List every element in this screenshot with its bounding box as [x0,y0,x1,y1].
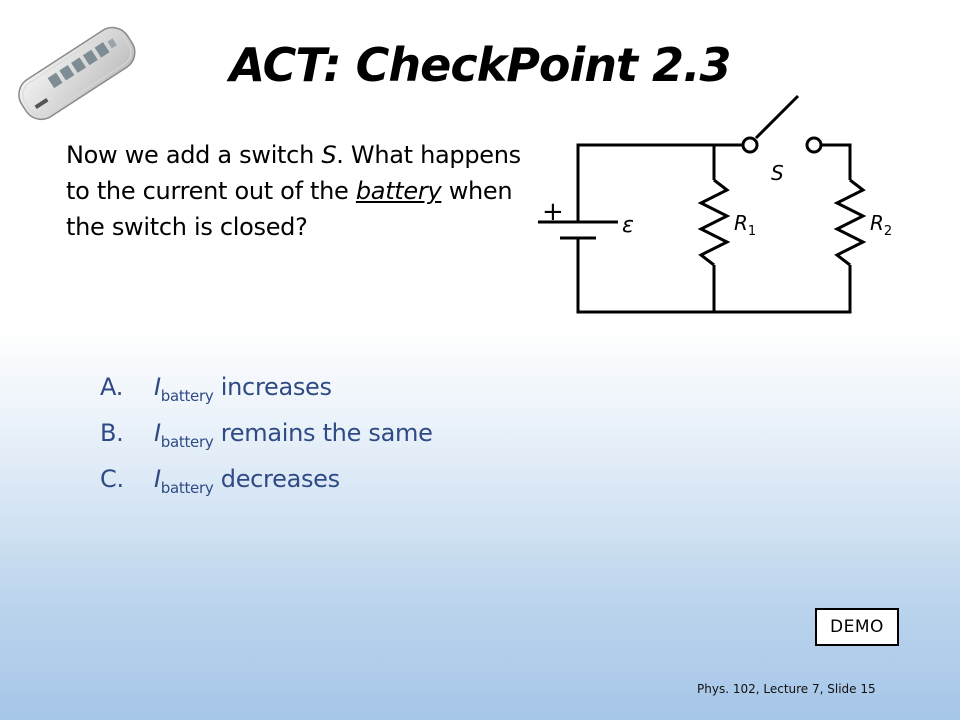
slide-footer: Phys. 102, Lecture 7, Slide 15 [697,682,876,696]
wire-r2-top [821,143,852,180]
question-battery-underlined: battery [355,177,442,205]
choice-subscript: battery [160,433,214,451]
choice-subscript: battery [160,479,214,497]
wire-left-top [576,143,743,222]
question-text: Now we add a switch S. What happens to t… [66,137,526,245]
choice-text: remains the same [213,419,433,447]
switch-contact-left [741,136,759,154]
answer-choices: A. Ibattery increases B. Ibattery remain… [100,364,433,502]
choice-letter: C. [100,465,124,493]
battery-plus-label: + [542,197,564,227]
choice-subscript: battery [160,387,214,405]
r2-label: R2 [870,211,892,239]
question-part-1: Now we add a switch [66,141,322,169]
r1-label-letter: R [734,211,748,235]
switch-label: S [771,161,784,185]
slide-title: ACT: CheckPoint 2.3 [229,38,731,92]
r2-label-subscript: 2 [884,224,892,239]
choice-symbol: I [154,373,161,401]
clicker-remote-image [18,26,136,121]
r1-label-subscript: 1 [748,224,756,239]
emf-label: ε [622,213,634,238]
choice-b[interactable]: B. Ibattery remains the same [100,410,433,456]
r2-label-letter: R [870,211,884,235]
choice-text: decreases [213,465,340,493]
r1-label: R1 [734,211,756,239]
switch-contact-right [805,136,823,154]
choice-symbol: I [154,419,161,447]
demo-button[interactable]: DEMO [815,608,899,646]
choice-letter: B. [100,419,124,447]
circuit-diagram: + ε S R1 R2 [538,94,892,314]
question-switch-symbol: S [321,141,337,169]
question-part-3: when the switch is closed? [66,177,513,241]
choice-c[interactable]: C. Ibattery decreases [100,456,433,502]
resistor-r2 [833,178,867,267]
choice-letter: A. [100,373,124,401]
choice-text: increases [213,373,332,401]
choice-a[interactable]: A. Ibattery increases [100,364,433,410]
choice-symbol: I [154,465,161,493]
switch-lever [754,94,800,140]
question-part-2: . What happens to the current out of the [66,141,521,205]
resistor-r1 [697,178,731,267]
